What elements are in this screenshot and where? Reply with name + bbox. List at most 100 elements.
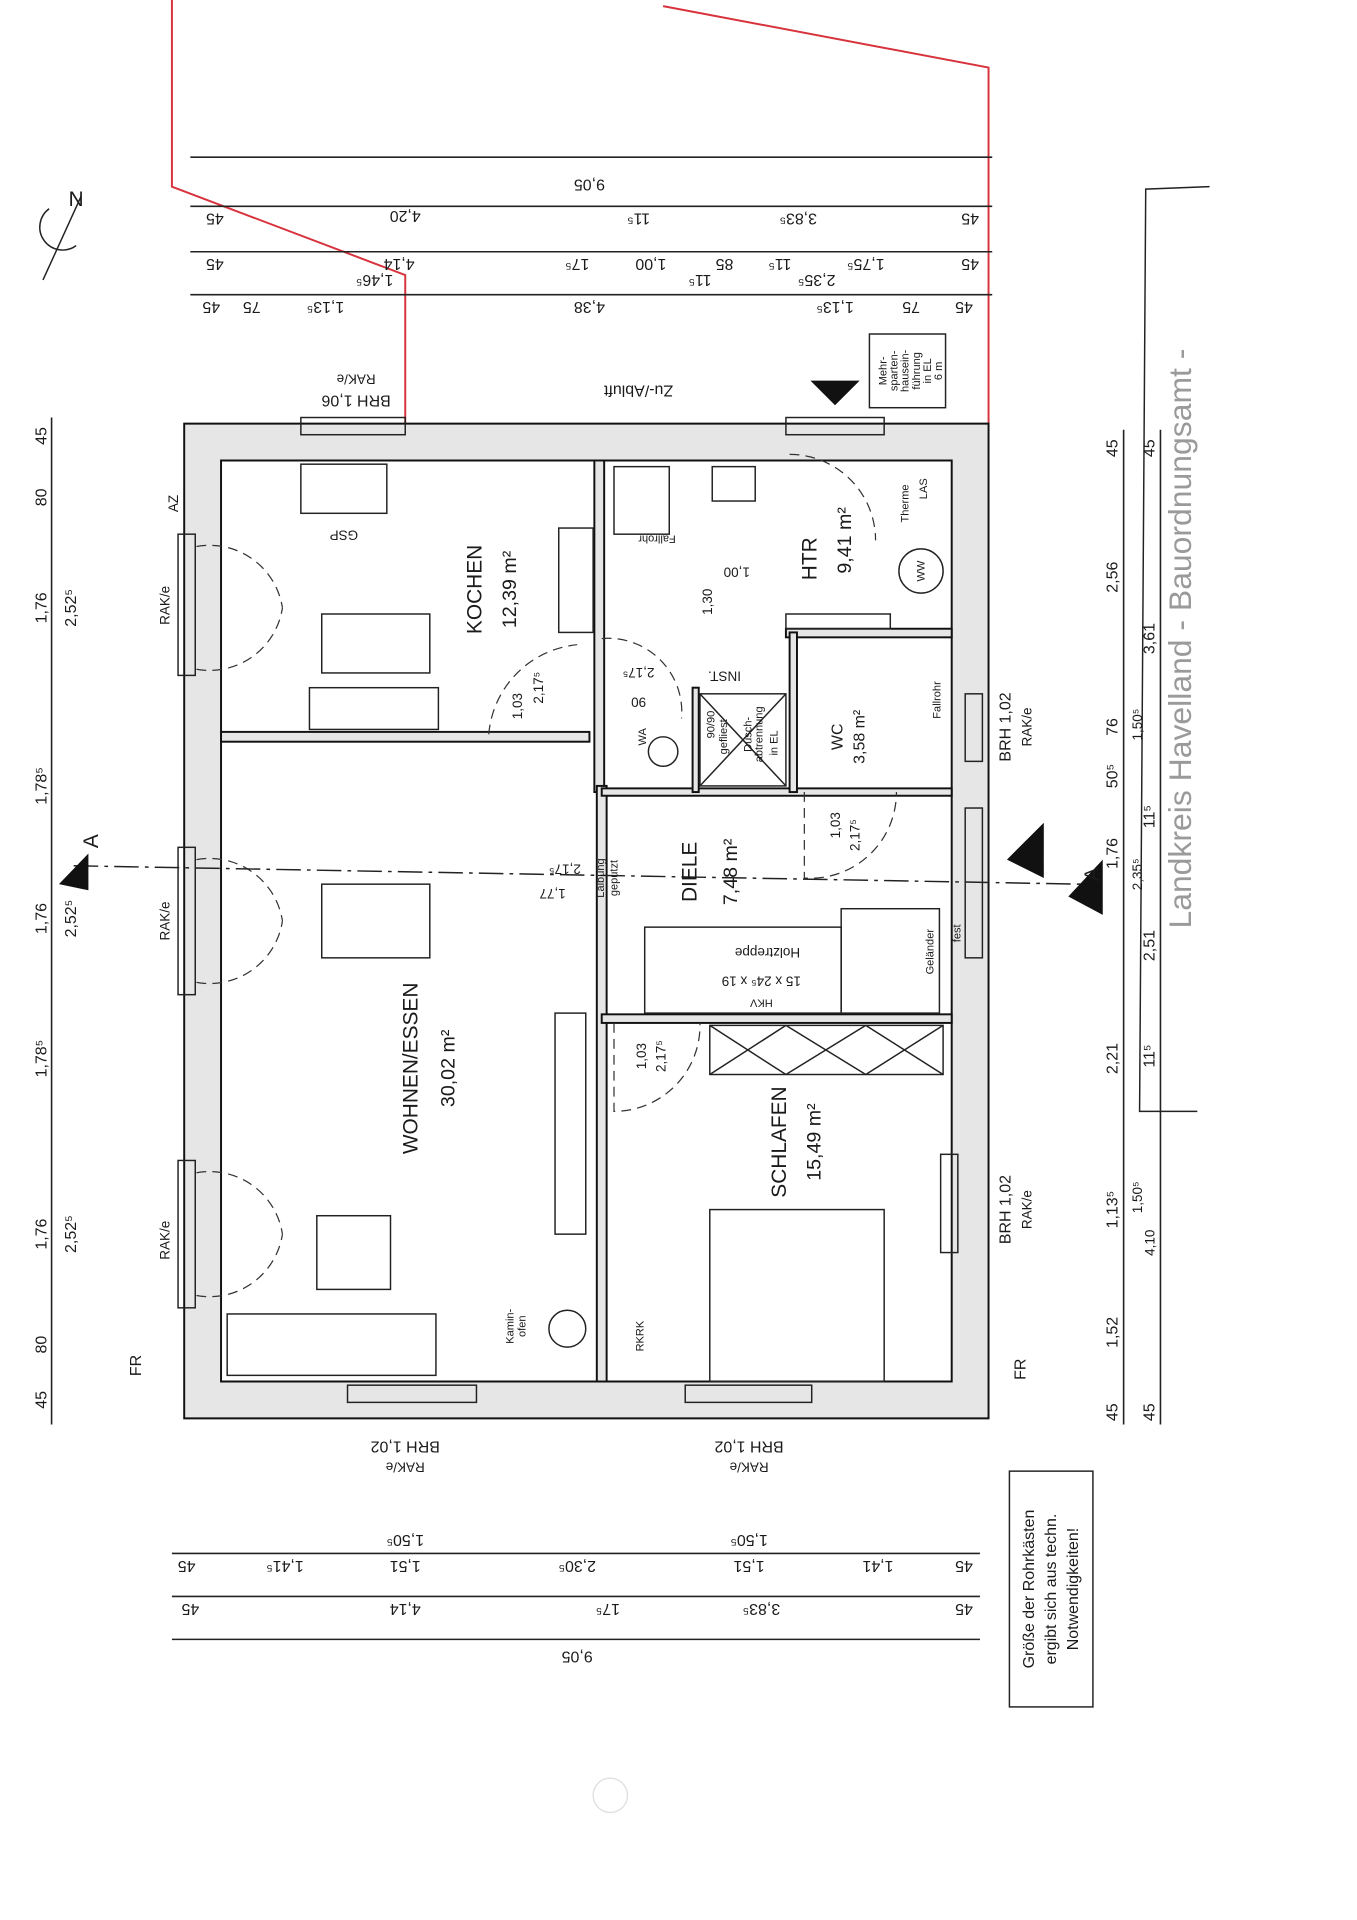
dim-label: 3,83⁵: [743, 1600, 781, 1617]
dim-label: 4,10: [1142, 1230, 1157, 1256]
label: 1,30: [700, 589, 715, 615]
window-label: RAK/e: [386, 1460, 425, 1475]
label: AZ: [166, 495, 181, 512]
dim-label: 2,21: [1104, 1043, 1121, 1074]
window-label: RAK/e: [337, 372, 376, 387]
window-label: RAK/e: [1020, 1190, 1035, 1229]
dim-label: 1,51: [390, 1557, 421, 1574]
label: LAS: [918, 478, 930, 499]
label: Fallrohr: [638, 532, 676, 544]
dim-label: 1,41: [862, 1557, 893, 1574]
note-line: ergibt sich aus techn.: [1043, 1514, 1060, 1665]
dim-label: 45: [206, 210, 224, 227]
room-area-htr: 9,41 m²: [834, 507, 856, 574]
dim-label: 1,76: [34, 903, 51, 934]
dim-label: 2,56: [1104, 562, 1121, 593]
section-label: A: [80, 834, 103, 848]
dim-label: 9,05: [562, 1648, 593, 1665]
label: Fallrohr: [932, 681, 944, 719]
dim-label: 80: [34, 488, 51, 506]
dim-label: 17⁵: [596, 1600, 620, 1617]
dim-label: 1,13⁵: [1104, 1191, 1121, 1229]
dimensions-right: 45 2,56 76 50⁵ 1,76 2,21 1,13⁵ 1,52 45 1…: [1104, 429, 1162, 1425]
label: in EL: [768, 730, 780, 755]
dim-label: 1,50⁵: [386, 1531, 424, 1548]
door-dim: 90: [631, 695, 646, 710]
window-label: BRH 1,02: [714, 1438, 783, 1455]
label: hausein-: [900, 349, 912, 392]
label: Dusch-: [743, 717, 755, 752]
label: WA: [637, 727, 649, 745]
dim-label: 1,76: [1104, 838, 1121, 869]
dim-label: 45: [1141, 439, 1158, 457]
section-marker-right-icon: [1006, 822, 1044, 879]
dim-label: 1,76: [34, 592, 51, 623]
dim-label: 1,75⁵: [847, 255, 885, 272]
door-dim: 1,03: [634, 1043, 649, 1069]
dim-label: 1,00: [635, 255, 666, 272]
dim-label: 85: [716, 255, 734, 272]
dim-label: 2,52⁵: [63, 900, 80, 938]
section-marker-right2-icon: [1068, 859, 1103, 915]
dim-label: 2,35⁵: [1130, 858, 1145, 890]
label: in EL: [922, 358, 934, 383]
door-dim: 2,17⁵: [848, 819, 863, 851]
label: WW: [916, 560, 928, 581]
dim-label: 2,52⁵: [63, 589, 80, 627]
dim-label: 45: [955, 1600, 973, 1617]
dim-label: 45: [178, 1557, 196, 1574]
dim-label: 1,50⁵: [1130, 1181, 1145, 1213]
furniture: [226, 463, 944, 1383]
dimensions-left: 45 80 1,76 2,52⁵ 1,78⁵ 1,76 2,52⁵ 1,78⁵ …: [34, 417, 80, 1425]
label: gefliest: [718, 719, 730, 754]
room-area-schlafen: 15,49 m²: [803, 1103, 825, 1181]
building-walls: [183, 422, 990, 1420]
dim-label: 3,83⁵: [779, 210, 817, 227]
room-area-diele: 7,48 m²: [720, 838, 742, 905]
punch-hole-icon: [592, 1777, 629, 1814]
dim-label: 45: [34, 1391, 51, 1409]
dim-label: 45: [955, 1557, 973, 1574]
label: 6 m: [933, 362, 945, 380]
dim-label: 3,61: [1141, 623, 1158, 654]
room-name-kochen: KOCHEN: [463, 545, 486, 634]
door-dim: 1,77: [539, 886, 565, 901]
window-labels: BRH 1,02 RAK/e BRH 1,02 RAK/e BRH 1,02 R…: [157, 586, 1034, 1475]
dim-label: 1,52: [1104, 1317, 1121, 1348]
dim-label: 2,51: [1141, 930, 1158, 961]
label: Laibung: [595, 858, 607, 897]
section-line: [73, 865, 1081, 885]
dim-label: 45: [961, 210, 979, 227]
dim-label: 11⁵: [1141, 1044, 1158, 1067]
dim-label: 45: [202, 298, 220, 315]
dim-label: 1,78⁵: [34, 767, 51, 805]
label: HKV: [749, 997, 772, 1009]
dim-label: 1,46⁵: [356, 271, 394, 288]
door-dim: 2,17⁵: [654, 1040, 669, 1072]
dim-label: 45: [961, 255, 979, 272]
label: Holztreppe: [735, 945, 800, 960]
ventilation-label: Zu-/Abluft: [603, 382, 673, 399]
label: sparten-: [889, 350, 901, 391]
dim-label: 1,51: [733, 1557, 764, 1574]
room-area-wc: 3,58 m²: [852, 709, 869, 764]
dim-label: 11⁵: [768, 255, 791, 272]
label: Therme: [900, 484, 912, 522]
dim-label: 50⁵: [1104, 764, 1121, 788]
dim-label: 45: [206, 255, 224, 272]
section-label: A: [1081, 867, 1104, 881]
dim-label: 1,13⁵: [816, 298, 854, 315]
window-label: RAK/e: [157, 1221, 172, 1260]
label: FR: [1012, 1359, 1029, 1380]
dim-label: 75: [902, 298, 920, 315]
door-dim: 1,03: [510, 693, 525, 719]
label: Kamin-: [504, 1308, 516, 1343]
label: GSP: [330, 527, 359, 542]
door-dim: 2,17⁵: [549, 862, 581, 877]
window-label: RAK/e: [1020, 707, 1035, 746]
dim-label: 45: [34, 427, 51, 445]
dim-label: 1,13⁵: [307, 298, 345, 315]
stamp-text: Landkreis Havelland - Bauordnungsamt -: [1162, 349, 1198, 929]
dim-label: 2,35⁵: [798, 271, 836, 288]
